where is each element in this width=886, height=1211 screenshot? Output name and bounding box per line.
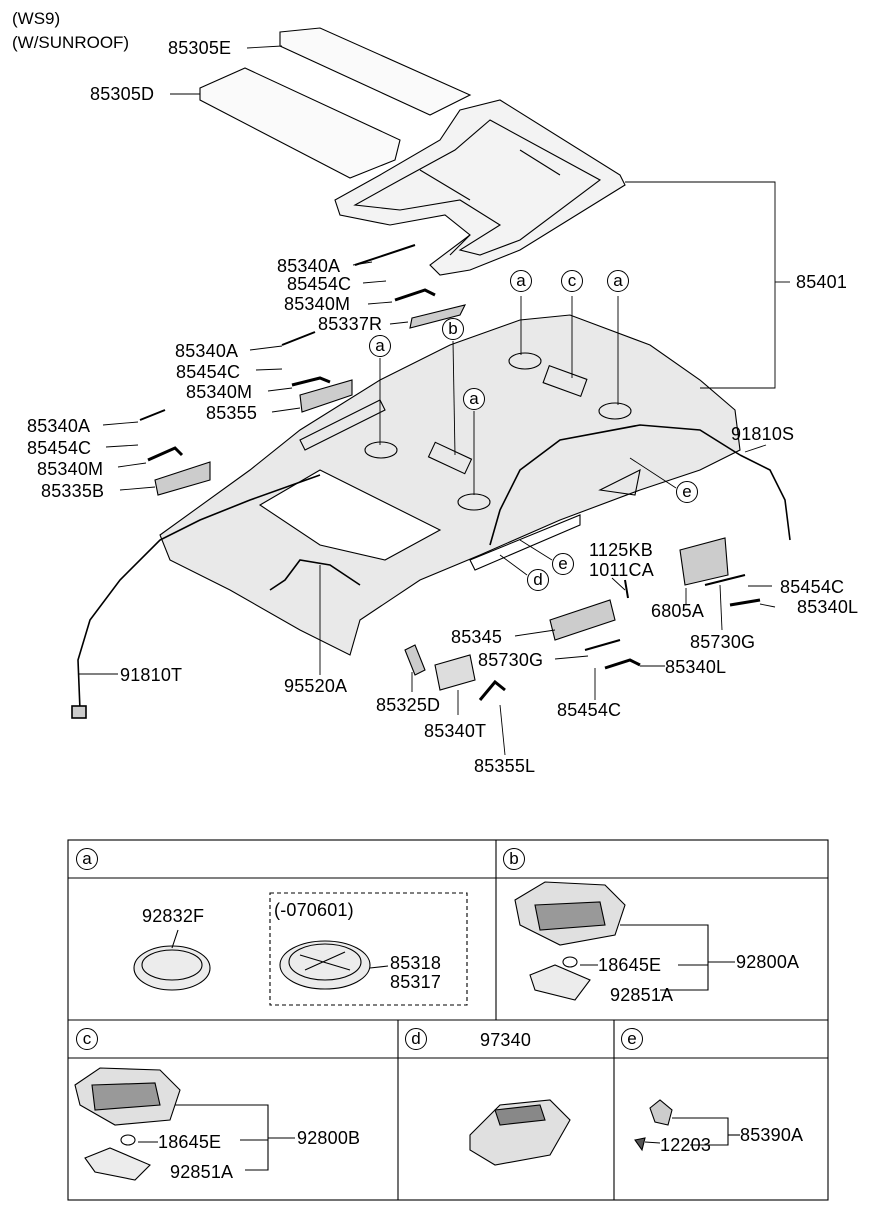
table-tag-d: d <box>405 1028 427 1050</box>
callout-c[interactable]: c <box>561 270 583 292</box>
callout-a[interactable]: a <box>510 270 532 292</box>
part-label-85454C[interactable]: 85454C <box>780 577 845 597</box>
part-label-85454C[interactable]: 85454C <box>287 274 352 294</box>
part-label-1125KB[interactable]: 1125KB <box>589 540 653 560</box>
part-label-85317[interactable]: 85317 <box>390 972 442 992</box>
part-label-85730G[interactable]: 85730G <box>690 632 756 652</box>
part-label-85401[interactable]: 85401 <box>796 272 848 292</box>
callout-a[interactable]: a <box>463 388 485 410</box>
table-tag-a: a <box>76 848 98 870</box>
part-label-85454C[interactable]: 85454C <box>176 362 241 382</box>
part-label-97340[interactable]: 97340 <box>480 1030 532 1050</box>
table-tag-b: b <box>503 848 525 870</box>
callout-d[interactable]: d <box>527 569 549 591</box>
part-label-91810S[interactable]: 91810S <box>731 424 795 444</box>
part-label-1011CA[interactable]: 1011CA <box>589 560 654 580</box>
callout-a[interactable]: a <box>369 335 391 357</box>
callout-a[interactable]: a <box>607 270 629 292</box>
leader-lines <box>78 45 790 756</box>
part-label-85340M[interactable]: 85340M <box>186 382 253 402</box>
callout-b[interactable]: b <box>442 318 464 340</box>
part-label-18645E[interactable]: 18645E <box>598 955 662 975</box>
table-tag-c: c <box>76 1028 98 1050</box>
small-parts <box>139 244 761 701</box>
part-label-18645E[interactable]: 18645E <box>158 1132 222 1152</box>
part-label-85340A[interactable]: 85340A <box>175 341 239 361</box>
part-label-85325D[interactable]: 85325D <box>376 695 441 715</box>
part-label-92851A[interactable]: 92851A <box>170 1162 234 1182</box>
part-label-85337R[interactable]: 85337R <box>318 314 383 334</box>
part-label-85305E[interactable]: 85305E <box>168 38 232 58</box>
callout-e[interactable]: e <box>552 553 574 575</box>
part-label-85454C[interactable]: 85454C <box>27 438 92 458</box>
part-label-85340M[interactable]: 85340M <box>37 459 104 479</box>
sunroof-pad-d <box>199 67 401 179</box>
headliner-main <box>159 314 741 656</box>
variant-date: (-070601) <box>274 900 354 920</box>
part-label-85318[interactable]: 85318 <box>390 953 442 973</box>
part-label-92800B[interactable]: 92800B <box>297 1128 361 1148</box>
part-label-85730G[interactable]: 85730G <box>478 650 544 670</box>
detail-table <box>67 839 829 1201</box>
part-label-85454C[interactable]: 85454C <box>557 700 622 720</box>
part-label-12203[interactable]: 12203 <box>660 1135 712 1155</box>
part-label-92800A[interactable]: 92800A <box>736 952 800 972</box>
part-label-85355[interactable]: 85355 <box>206 403 258 423</box>
part-label-85340A[interactable]: 85340A <box>277 256 341 276</box>
table-tag-e: e <box>621 1028 643 1050</box>
part-label-6805A[interactable]: 6805A <box>651 601 705 621</box>
model-code: (WS9) <box>12 9 61 28</box>
part-label-85305D[interactable]: 85305D <box>90 84 155 104</box>
part-label-85340T[interactable]: 85340T <box>424 721 487 741</box>
part-label-85340M[interactable]: 85340M <box>284 294 351 314</box>
wiring-harness <box>71 424 791 719</box>
part-label-92851A[interactable]: 92851A <box>610 985 674 1005</box>
callout-e[interactable]: e <box>676 481 698 503</box>
headliner-pad <box>334 99 626 276</box>
part-label-92832F[interactable]: 92832F <box>142 906 205 926</box>
part-label-85355L[interactable]: 85355L <box>474 756 536 776</box>
part-label-85340L[interactable]: 85340L <box>797 597 859 617</box>
part-label-85340A[interactable]: 85340A <box>27 416 91 436</box>
part-label-85335B[interactable]: 85335B <box>41 481 105 501</box>
option-note: (W/SUNROOF) <box>12 33 130 52</box>
part-label-85345[interactable]: 85345 <box>451 627 503 647</box>
part-label-85340L[interactable]: 85340L <box>665 657 727 677</box>
part-label-85390A[interactable]: 85390A <box>740 1125 804 1145</box>
part-label-95520A[interactable]: 95520A <box>284 676 348 696</box>
part-label-91810T[interactable]: 91810T <box>120 665 183 685</box>
